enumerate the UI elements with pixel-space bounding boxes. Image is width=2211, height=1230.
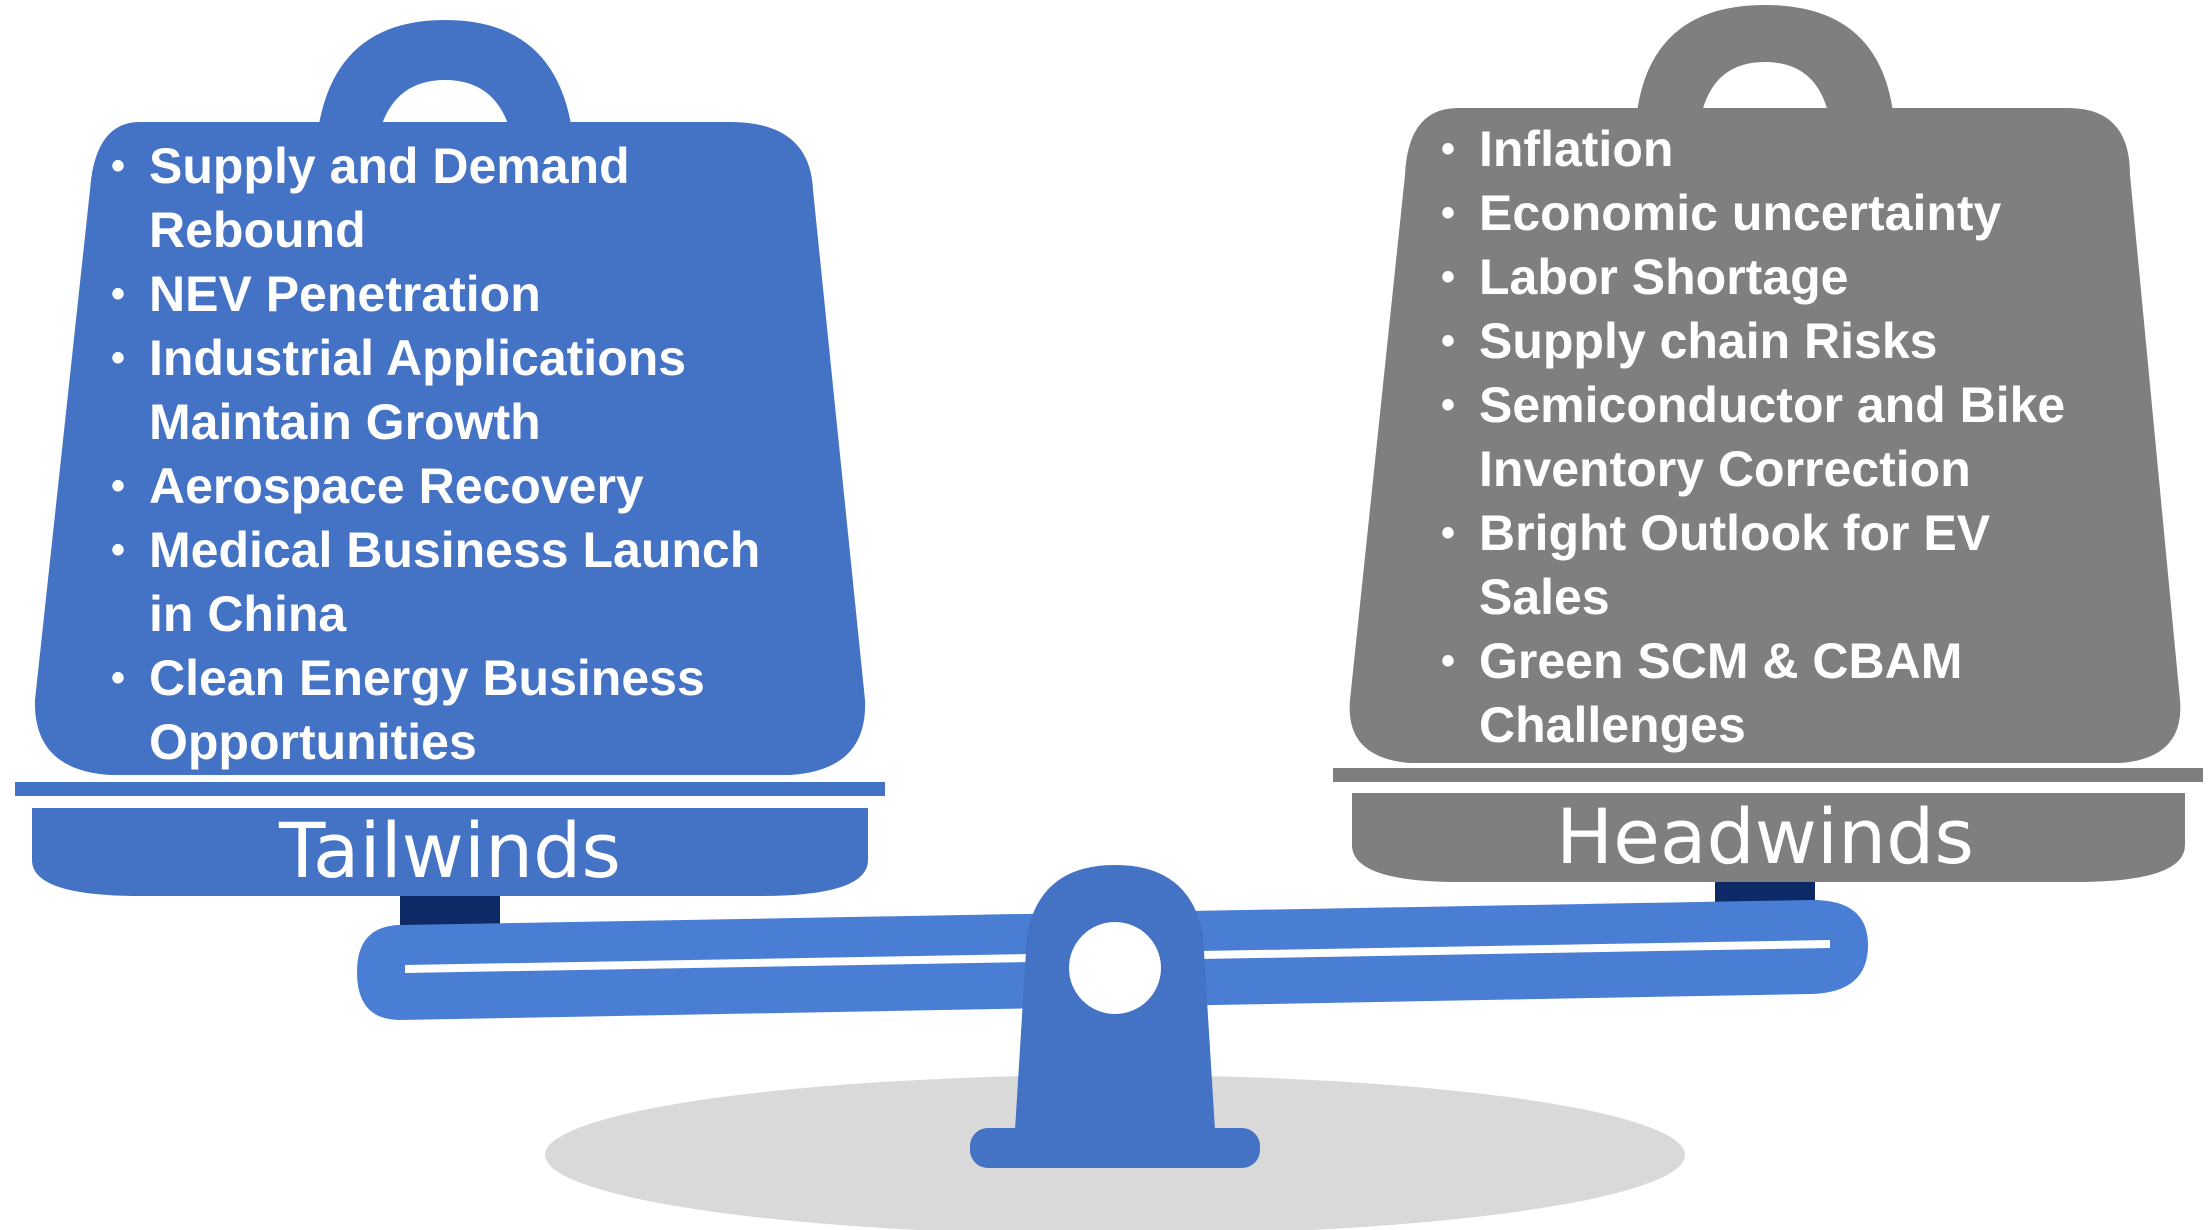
fulcrum-pivot-hole	[1069, 922, 1161, 1014]
list-item-line: Maintain Growth	[149, 394, 541, 450]
list-item-line: Industrial Applications	[149, 330, 687, 386]
list-item-line: Sales	[1479, 569, 1610, 625]
list-item-line: NEV Penetration	[149, 266, 541, 322]
list-item-line: Green SCM & CBAM	[1479, 633, 1963, 689]
list-item: • Economic uncertainty	[1435, 181, 2175, 245]
list-item: • Inflation	[1435, 117, 2175, 181]
list-item-line: Medical Business Launch	[149, 522, 761, 578]
list-item-line: Inflation	[1479, 121, 1674, 177]
list-item-line: Supply chain Risks	[1479, 313, 1938, 369]
bullet-icon: •	[1441, 127, 1456, 171]
list-item: • Bright Outlook for EV Sales	[1435, 501, 2175, 629]
bullet-icon: •	[1441, 383, 1456, 427]
list-item-line: in China	[149, 586, 347, 642]
bullet-icon: •	[111, 272, 126, 316]
headwinds-weight	[1349, 5, 2181, 763]
list-item-line: Challenges	[1479, 697, 1746, 753]
tailwinds-weight	[34, 20, 866, 775]
bullet-icon: •	[1441, 255, 1456, 299]
bullet-icon: •	[1441, 191, 1456, 235]
list-item-line: Clean Energy Business	[149, 650, 705, 706]
list-item: • Medical Business Launch in China	[105, 518, 885, 646]
tailwinds-label: Tailwinds	[279, 806, 621, 895]
list-item-line: Labor Shortage	[1479, 249, 1849, 305]
list-item-line: Bright Outlook for EV	[1479, 505, 1991, 561]
fulcrum-base	[970, 1128, 1260, 1168]
list-item-line: Inventory Correction	[1479, 441, 1971, 497]
bullet-icon: •	[111, 464, 126, 508]
list-item-line: Opportunities	[149, 714, 477, 770]
list-item-line: Economic uncertainty	[1479, 185, 2002, 241]
list-item-line: Semiconductor and Bike	[1479, 377, 2066, 433]
bullet-icon: •	[111, 656, 126, 700]
bullet-icon: •	[1441, 639, 1456, 683]
bullet-icon: •	[1441, 319, 1456, 363]
list-item-line: Supply and Demand	[149, 138, 630, 194]
bullet-icon: •	[111, 144, 126, 188]
headwinds-plate	[1333, 768, 2203, 882]
headwinds-label: Headwinds	[1556, 792, 1974, 881]
bullet-icon: •	[1441, 511, 1456, 555]
list-item: • Supply chain Risks	[1435, 309, 2175, 373]
list-item-line: Aerospace Recovery	[149, 458, 644, 514]
headwinds-list: • Inflation • Economic uncertainty • Labor …	[1435, 117, 2175, 757]
bullet-icon: •	[111, 528, 126, 572]
list-item: • Green SCM & CBAM Challenges	[1435, 629, 2175, 757]
bullet-icon: •	[111, 336, 126, 380]
list-item: • NEV Penetration	[105, 262, 885, 326]
tailwinds-plate	[15, 782, 885, 896]
list-item: • Aerospace Recovery	[105, 454, 885, 518]
list-item: • Labor Shortage	[1435, 245, 2175, 309]
list-item-line: Rebound	[149, 202, 366, 258]
